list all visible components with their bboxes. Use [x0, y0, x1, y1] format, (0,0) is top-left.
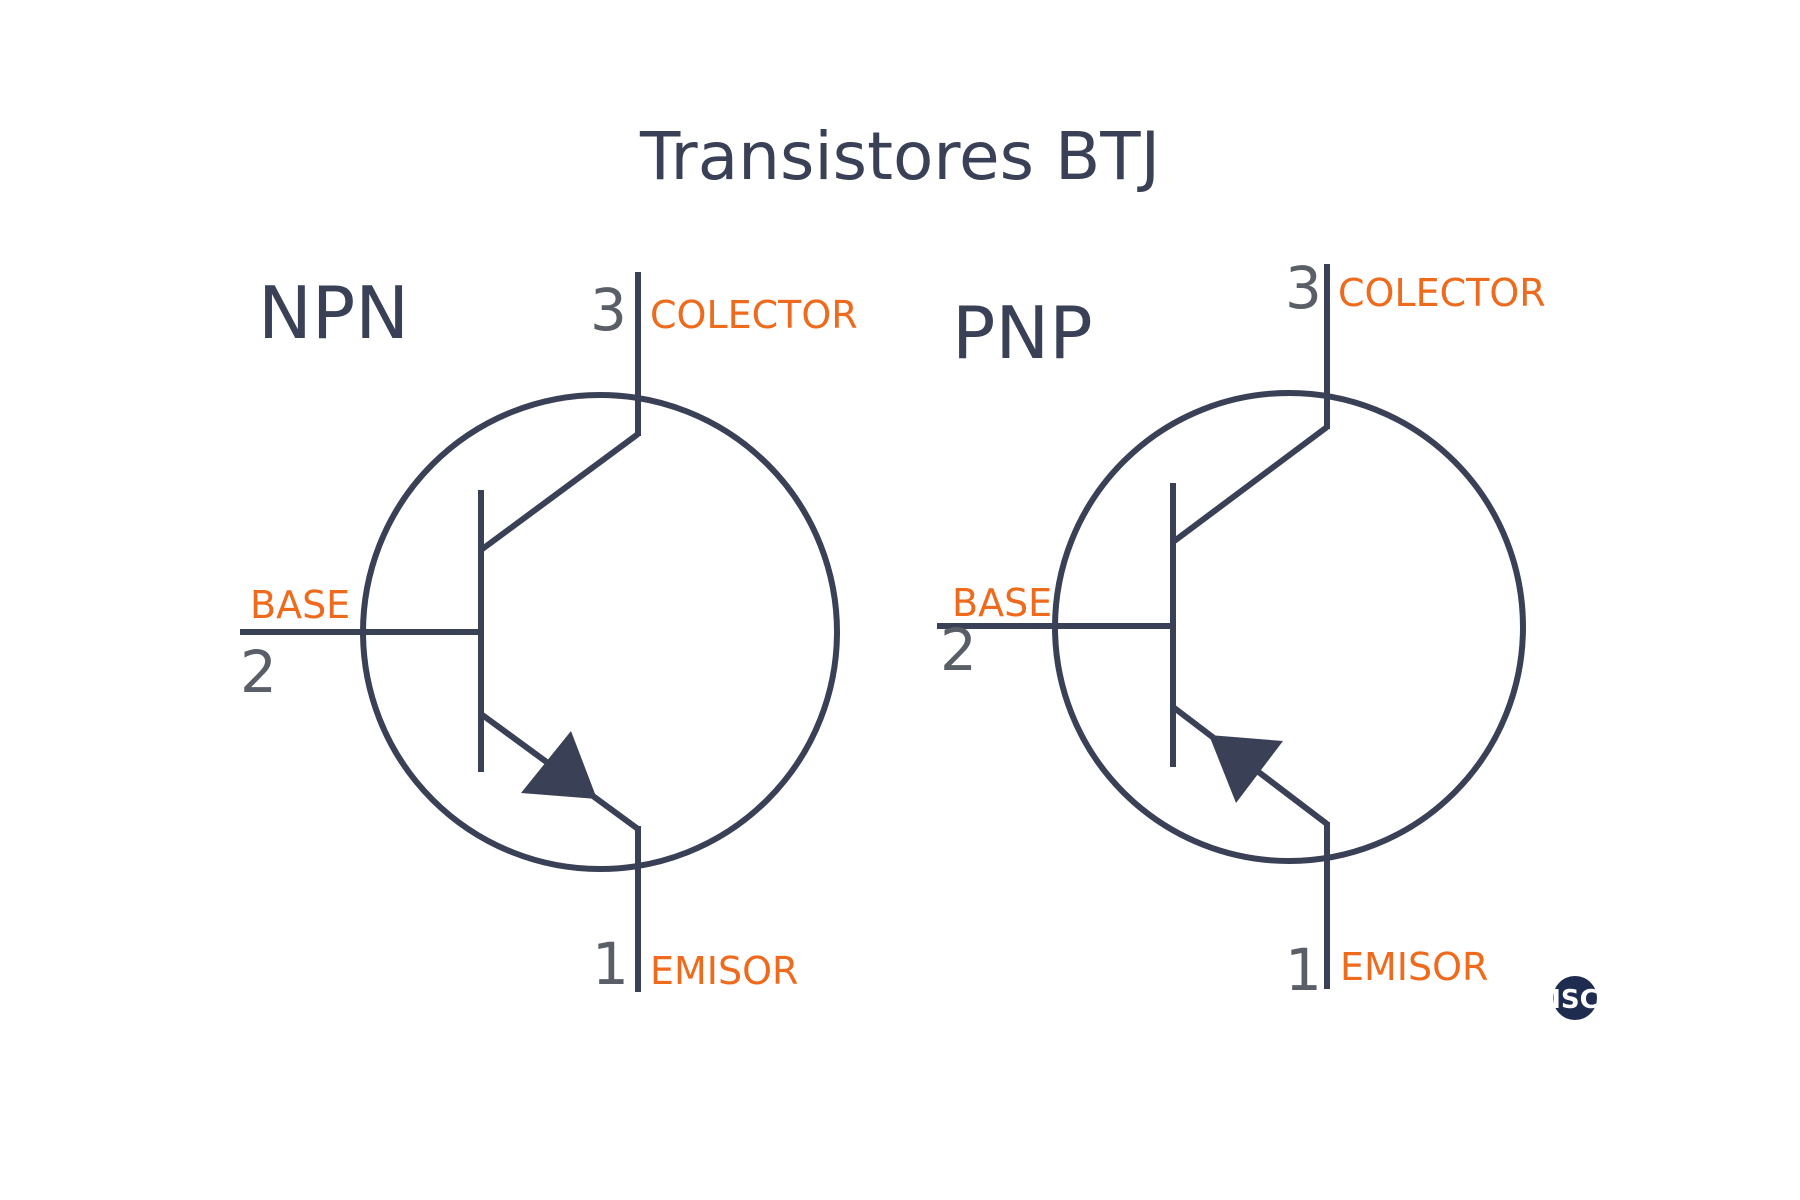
- npn-collector-diagonal: [479, 431, 640, 553]
- pnp-emitter-number: 1: [1285, 936, 1322, 1004]
- isc-logo-text: ISC: [1551, 985, 1598, 1015]
- isc-logo-circle: [1553, 976, 1597, 1020]
- npn-base-number: 2: [240, 638, 277, 706]
- npn-emitter-label: EMISOR: [650, 949, 798, 993]
- npn-emitter-number: 1: [592, 930, 629, 998]
- pnp-base-number: 2: [940, 616, 977, 684]
- pnp-emitter-arrow: [1209, 735, 1283, 803]
- page-title: Transistores BTJ: [639, 118, 1161, 195]
- npn-symbol: NPN 3 COLECTOR BASE 2 1 EMISOR: [240, 271, 858, 998]
- pnp-type-label: PNP: [952, 291, 1093, 375]
- pnp-base-label: BASE: [952, 581, 1052, 625]
- pnp-emitter-label: EMISOR: [1340, 945, 1488, 989]
- npn-base-label: BASE: [250, 583, 350, 627]
- pnp-symbol: PNP 3 COLECTOR BASE 2 1 EMISOR: [937, 254, 1546, 1004]
- pnp-collector-number: 3: [1285, 254, 1322, 322]
- npn-type-label: NPN: [258, 271, 409, 355]
- isc-logo-badge: ISC: [1551, 976, 1599, 1020]
- npn-collector-number: 3: [590, 276, 627, 344]
- pnp-collector-label: COLECTOR: [1338, 271, 1546, 315]
- pnp-collector-diagonal: [1171, 424, 1329, 545]
- npn-emitter-arrow: [521, 731, 597, 799]
- npn-collector-label: COLECTOR: [650, 293, 858, 337]
